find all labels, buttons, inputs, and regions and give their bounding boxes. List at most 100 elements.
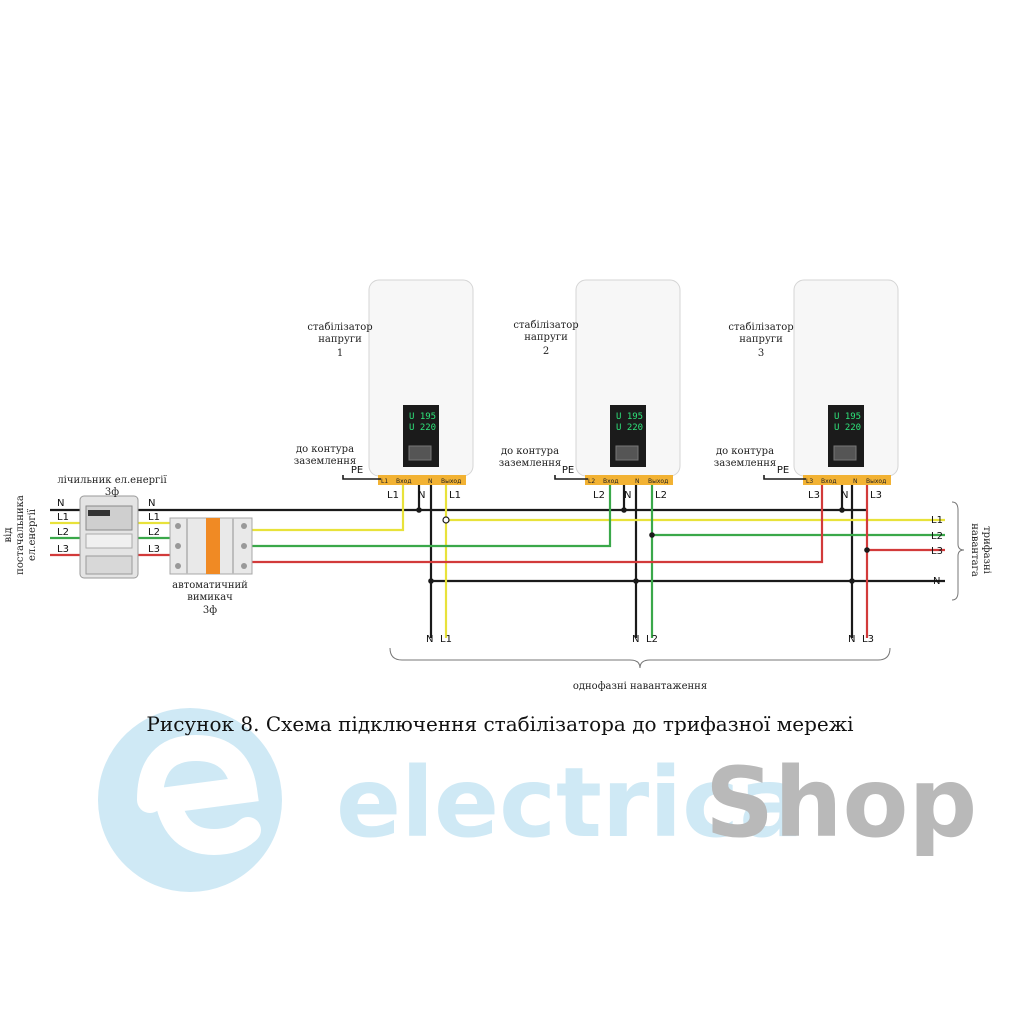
supplier-label-line1: від [3,528,14,543]
terminal-block-3: L3 Вход N Выход [803,475,891,485]
ground-label-3b: заземлення [714,458,776,469]
terminal-block-1: L1 Вход N Выход [378,475,466,485]
junction-dot [649,532,655,538]
terminal-strip [378,475,466,485]
display-output-voltage: U 220 [834,423,861,433]
terminal-strip [585,475,673,485]
single-phase-brace [389,647,891,669]
stab3-n-tag: N [841,490,848,501]
three-phase-load-label-2: навантага [969,523,980,577]
terminal-n-label: N [428,478,433,485]
terminal-output-label: Выход [648,478,668,485]
single-phase-outputs: N L1 N L2 N L3 однофазні навантаження [389,634,891,692]
terminal-n-label: N [853,478,858,485]
circuit-breaker: автоматичний вимикач 3ф [169,517,253,616]
stabilizer-labels: стабілізатор напруги 1 стабілізатор напр… [294,320,794,476]
supply-n-label: N [57,498,64,509]
stab2-n-tag: N [624,490,631,501]
out2-n-label: N [632,634,639,645]
terminal-pe-label: L2 [588,478,595,485]
terminal-output-label: Выход [441,478,461,485]
terminal-input-label: Вход [396,478,412,485]
ground-label-2a: до контура [501,446,559,457]
energy-meter: лічильник ел.енергії 3ф [57,475,167,579]
breaker-screw-icon [241,543,247,549]
meter-label: лічильник ел.енергії [57,475,167,486]
figure-caption: Рисунок 8. Схема підключення стабілізато… [146,712,853,736]
ground-label-1a: до контура [296,444,354,455]
ground-label-3a: до контура [716,446,774,457]
display-input-voltage: U 195 [834,412,861,422]
terminal-pe-label: L3 [806,478,813,485]
pe-label-1: PE [351,465,363,476]
meter-n-label: N [148,498,155,509]
watermark-e-glyph [137,734,261,856]
supplier-label-line2: постачальника [15,495,26,575]
stabilizer-3-subtitle: напруги [739,334,783,345]
junction-dot [633,578,639,584]
stabilizer-3: U 195 U 220 [793,279,899,477]
breaker-handle [206,518,220,574]
terminal-output-label: Выход [866,478,886,485]
ground-label-2b: заземлення [499,458,561,469]
stab1-input-tag: L1 [387,490,399,501]
out2-l-label: L2 [646,634,658,645]
breaker-screw-icon [241,523,247,529]
display-output-voltage: U 220 [409,423,436,433]
terminal-pe-label: L1 [381,478,388,485]
stabilizer-2-subtitle: напруги [524,332,568,343]
junction-dot [864,547,870,553]
three-phase-line-labels: L1 L2 L3 N трифазні навантага [931,501,992,601]
breaker-label-3: 3ф [203,605,217,616]
load-l1-label: L1 [931,515,943,526]
junction-dot [416,507,422,513]
stabilizer-1-title: стабілізатор [307,322,372,333]
out1-n-label: N [426,634,433,645]
stab3-input-tag: L3 [808,490,820,501]
terminal-input-label: Вход [821,478,837,485]
breaker-screw-icon [241,563,247,569]
stabilizer-2: U 195 U 220 [575,279,681,477]
stabilizer-3-number: 3 [758,348,764,359]
wiring [50,485,945,638]
stabilizer-switch [615,445,639,461]
display-input-voltage: U 195 [616,412,643,422]
meter-label-phase: 3ф [105,487,119,498]
stabilizer-switch [833,445,857,461]
stab1-n-tag: N [418,490,425,501]
load-l3-label: L3 [931,546,943,557]
meter-plate [85,533,133,549]
out3-l-label: L3 [862,634,874,645]
supply-l2-label: L2 [57,527,69,538]
display-output-voltage: U 220 [616,423,643,433]
stab3-output-tag: L3 [870,490,882,501]
stab1-output-tag: L1 [449,490,461,501]
pe-label-3: PE [777,465,789,476]
load-n-label: N [933,576,940,587]
junction-dot [849,578,855,584]
supply-l1-label: L1 [57,512,69,523]
stabilizer-1-subtitle: напруги [318,334,362,345]
breaker-screw-icon [175,523,181,529]
meter-counter [88,510,110,516]
load-l2-label: L2 [931,531,943,542]
terminal-input-label: Вход [603,478,619,485]
three-phase-load-label-1: трифазні [981,526,992,574]
pe-leads [342,475,806,480]
meter-l2-label: L2 [148,527,160,538]
pe-label-2: PE [562,465,574,476]
stabilizer-1-number: 1 [337,348,343,359]
breaker-label: автоматичний [172,580,248,591]
junction-dot [621,507,627,513]
breaker-screw-icon [175,563,181,569]
breaker-screw-icon [175,543,181,549]
display-input-voltage: U 195 [409,412,436,422]
breaker-label-2: вимикач [187,592,233,603]
stabilizer-wire-tags: L1 N L1 L2 N L2 L3 N L3 [387,490,882,501]
supply-l3-label: L3 [57,544,69,555]
watermark-text-electrica: electrica [336,747,804,859]
single-phase-load-label: однофазні навантаження [573,681,707,692]
stabilizer-2-title: стабілізатор [513,320,578,331]
three-phase-brace [951,501,965,601]
